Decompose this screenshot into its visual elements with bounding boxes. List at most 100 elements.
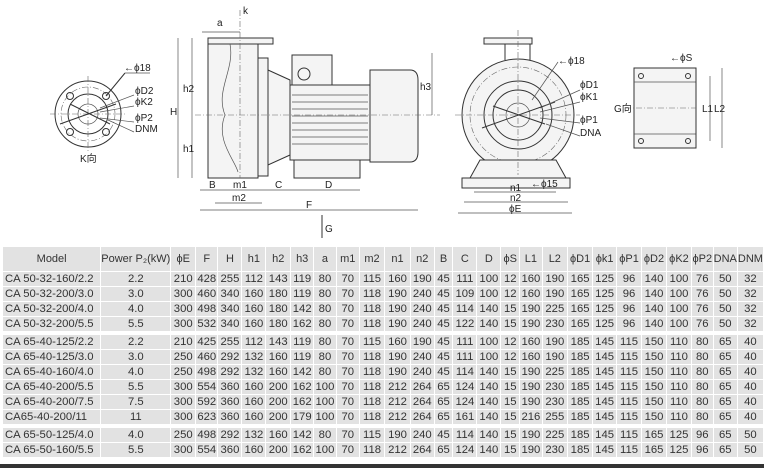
value-cell: 162 — [291, 380, 314, 394]
value-cell: 225 — [542, 425, 568, 442]
value-cell: 132 — [242, 425, 266, 442]
column-header: ϕK2 — [667, 247, 691, 271]
value-cell: 460 — [196, 287, 218, 301]
value-cell: 118 — [359, 302, 385, 316]
F-label: F — [306, 200, 312, 211]
value-cell: 112 — [242, 332, 266, 349]
value-cell: 65 — [713, 365, 737, 379]
value-cell: 132 — [242, 365, 266, 379]
value-cell: 165 — [568, 272, 593, 286]
value-cell: 111 — [453, 332, 477, 349]
value-cell: 145 — [593, 365, 617, 379]
value-cell: 554 — [196, 443, 218, 457]
column-header: D — [477, 247, 501, 271]
value-cell: 115 — [617, 410, 641, 424]
value-cell: 65 — [713, 332, 737, 349]
column-header: L2 — [542, 247, 568, 271]
value-cell: 70 — [336, 287, 359, 301]
value-cell: 498 — [196, 365, 218, 379]
value-cell: 12 — [501, 287, 520, 301]
value-cell: 190 — [520, 317, 542, 331]
value-cell: 115 — [617, 350, 641, 364]
column-header: ϕP2 — [691, 247, 713, 271]
value-cell: 190 — [520, 365, 542, 379]
value-cell: 40 — [737, 410, 763, 424]
value-cell: 160 — [242, 395, 266, 409]
value-cell: 190 — [385, 425, 410, 442]
value-cell: 100 — [314, 395, 336, 409]
value-cell: 143 — [266, 332, 291, 349]
column-header: ϕD1 — [568, 247, 593, 271]
value-cell: 140 — [477, 302, 501, 316]
value-cell: 32 — [737, 272, 763, 286]
value-cell: 150 — [641, 332, 667, 349]
column-header: ϕE — [171, 247, 196, 271]
column-header: n1 — [385, 247, 410, 271]
value-cell: 40 — [737, 380, 763, 394]
C-label: C — [275, 180, 282, 191]
value-cell: 180 — [266, 317, 291, 331]
value-cell: 140 — [477, 317, 501, 331]
value-cell: 80 — [314, 350, 336, 364]
value-cell: 15 — [501, 410, 520, 424]
value-cell: 225 — [542, 302, 568, 316]
model-cell: CA 50-32-160/2.2 — [3, 272, 101, 286]
value-cell: 50 — [713, 287, 737, 301]
value-cell: 190 — [385, 317, 410, 331]
value-cell: 115 — [617, 332, 641, 349]
value-cell: 165 — [568, 287, 593, 301]
value-cell: 100 — [477, 287, 501, 301]
value-cell: 160 — [242, 287, 266, 301]
column-header: ϕP1 — [617, 247, 641, 271]
value-cell: 150 — [641, 410, 667, 424]
value-cell: 200 — [266, 395, 291, 409]
value-cell: 2.2 — [101, 272, 171, 286]
value-cell: 160 — [385, 272, 410, 286]
value-cell: 225 — [542, 365, 568, 379]
column-header: DNA — [713, 247, 737, 271]
value-cell: 40 — [737, 395, 763, 409]
value-cell: 100 — [667, 272, 691, 286]
value-cell: 70 — [336, 395, 359, 409]
value-cell: 425 — [196, 332, 218, 349]
m1-label: m1 — [233, 180, 247, 191]
hole-label: ←ϕ18 — [558, 56, 585, 67]
column-header: h1 — [242, 247, 266, 271]
value-cell: 212 — [385, 395, 410, 409]
value-cell: 5.5 — [101, 443, 171, 457]
value-cell: 114 — [453, 425, 477, 442]
value-cell: 125 — [593, 302, 617, 316]
value-cell: 292 — [218, 350, 242, 364]
column-header: h2 — [266, 247, 291, 271]
value-cell: 115 — [359, 332, 385, 349]
model-cell: CA 50-32-200/5.5 — [3, 317, 101, 331]
value-cell: 292 — [218, 425, 242, 442]
value-cell: 300 — [171, 380, 196, 394]
value-cell: 65 — [434, 395, 453, 409]
value-cell: 264 — [410, 380, 434, 394]
value-cell: 70 — [336, 302, 359, 316]
column-header: a — [314, 247, 336, 271]
value-cell: 76 — [691, 287, 713, 301]
model-cell: CA 65-40-200/5.5 — [3, 380, 101, 394]
value-cell: 145 — [593, 332, 617, 349]
value-cell: 140 — [477, 425, 501, 442]
value-cell: 255 — [218, 272, 242, 286]
value-cell: 150 — [641, 380, 667, 394]
value-cell: 185 — [568, 410, 593, 424]
value-cell: 80 — [314, 287, 336, 301]
value-cell: 160 — [242, 302, 266, 316]
base-g-view: ←ϕS G向 L1 L2 — [614, 53, 726, 149]
value-cell: 80 — [314, 332, 336, 349]
value-cell: 96 — [617, 302, 641, 316]
value-cell: 125 — [593, 317, 617, 331]
a-label: a — [217, 18, 223, 29]
value-cell: 190 — [542, 350, 568, 364]
value-cell: 179 — [291, 410, 314, 424]
value-cell: 118 — [359, 287, 385, 301]
value-cell: 160 — [266, 365, 291, 379]
value-cell: 110 — [667, 410, 691, 424]
